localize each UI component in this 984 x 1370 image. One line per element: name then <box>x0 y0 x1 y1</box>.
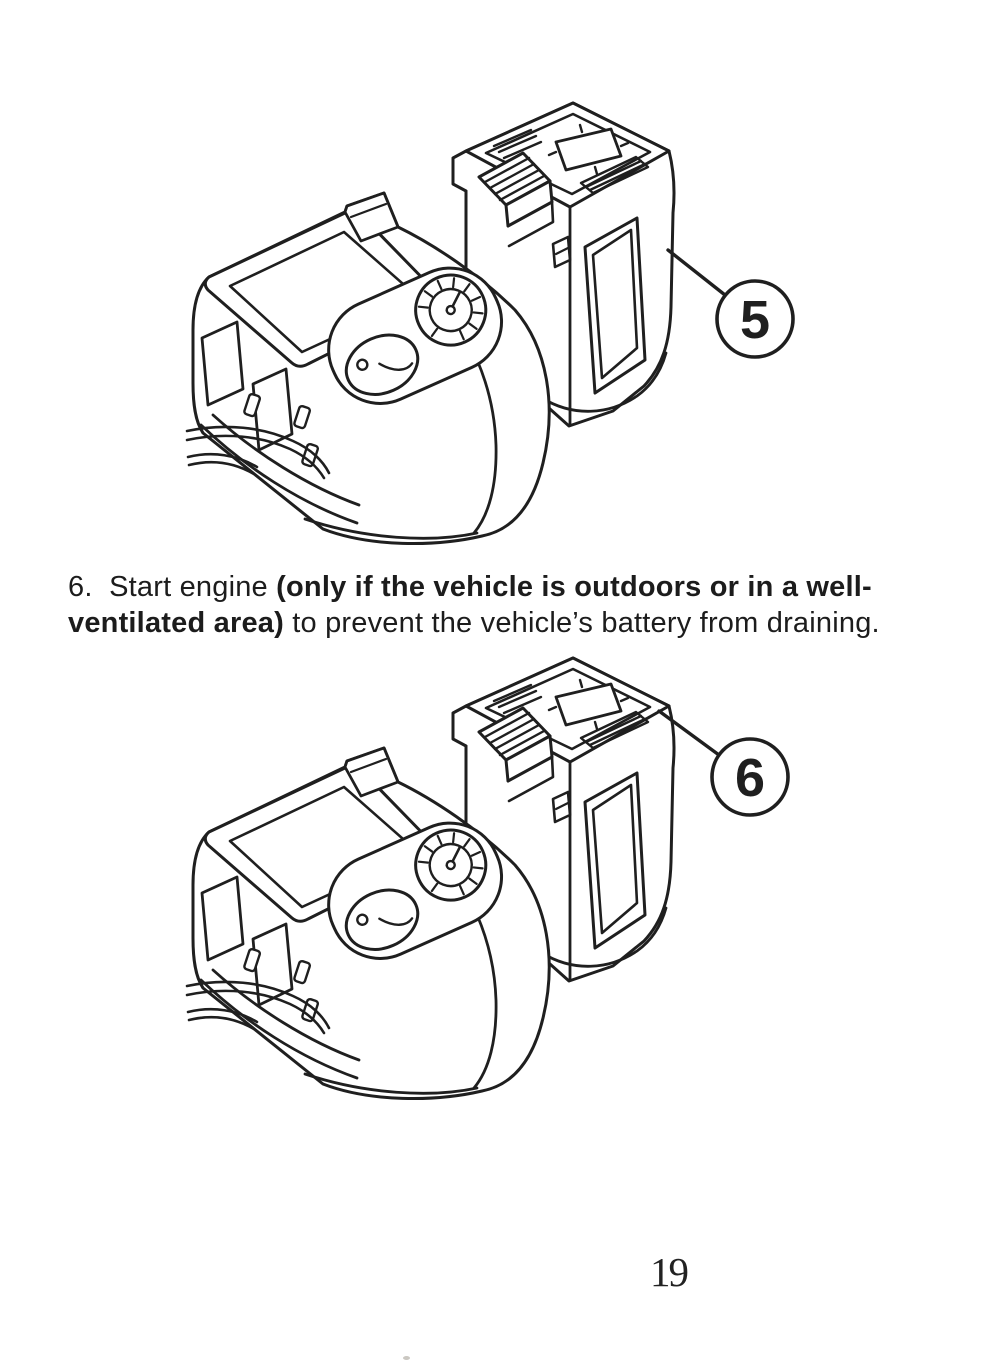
instruction-step-6: 6. Start engine (only if the vehicle is … <box>68 569 948 641</box>
figure-6-canvas: 6 <box>185 656 790 1101</box>
callout-6: 6 <box>657 709 790 817</box>
callout-5-number: 5 <box>740 290 770 350</box>
callout-5-circle <box>715 279 795 359</box>
figure-device-callout-6: 6 <box>185 650 805 1105</box>
callout-5-leader-line <box>666 248 727 297</box>
callout-6-leader-line <box>657 709 721 757</box>
figure-5-canvas: 5 <box>185 101 795 546</box>
callout-6-circle <box>710 737 790 817</box>
instruction-text-normal-1: 6. Start engine <box>68 571 277 603</box>
figure-device-callout-5: 5 <box>185 95 805 550</box>
callout-6-number: 6 <box>735 748 765 808</box>
instruction-text-bold-1: (only if the vehicle is outdoors or in a… <box>276 571 872 603</box>
page-number: 19 <box>650 1249 689 1295</box>
scan-speck <box>403 1356 410 1360</box>
callout-5: 5 <box>666 248 795 359</box>
device-illustration <box>185 656 676 1101</box>
instruction-text-normal-2: to prevent the vehicle’s battery from dr… <box>283 607 880 639</box>
device-illustration <box>185 101 676 546</box>
instruction-text-bold-2: ventilated area) <box>68 607 284 639</box>
